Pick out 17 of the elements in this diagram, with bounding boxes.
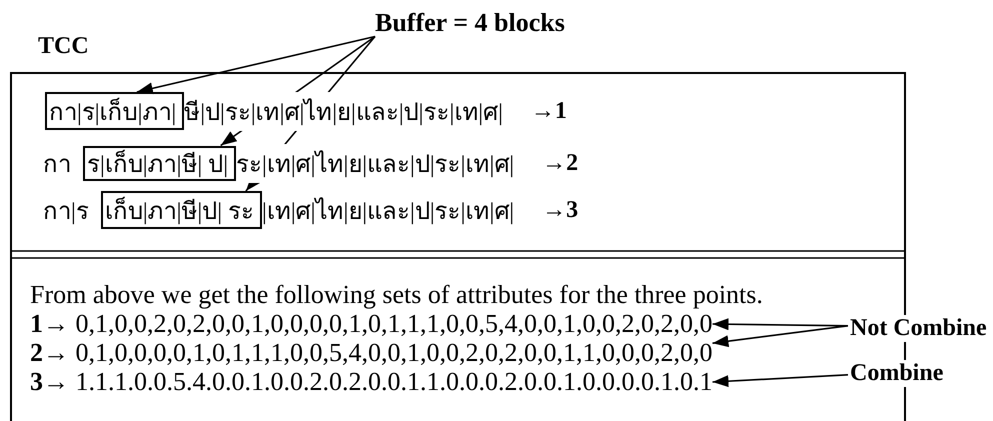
arrow xyxy=(712,318,848,330)
attribute-set-text: 2→ 0,1,0,0,0,0,1,0,1,1,1,0,0,5,4,0,0,1,0,0,2,0,2,0,0,1,1,0,0,0,2,0,0 xyxy=(30,339,712,367)
attribute-set-text: 1→ 0,1,0,0,2,0,2,0,0,1,0,0,0,0,1,0,1,1,1,0,0,5,4,0,0,1,0,0,2,0,2,0,0 xyxy=(30,310,712,338)
buffer-window-box: ร|เก็บ|ภา|ษี| ป| xyxy=(83,146,236,180)
arrow xyxy=(712,325,848,348)
buffer-window-box: กา|ร|เก็บ|ภา| xyxy=(45,92,184,130)
heading-label: Buffer = 4 blocks xyxy=(375,8,565,38)
segmented-text: ระ|เท|ศ|ไท|ย|และ|ป|ระ|เท|ศ| xyxy=(236,144,514,182)
attribute-set-text: 3→ 1.1.1.0.0.5.4.0.0.1.0.0.2.0.2.0.0.1.1.0.0.0.2.0.0.1.0.0.0.0.1.0.1 xyxy=(30,368,712,396)
segmented-text: ษี|ป|ระ|เท|ศ|ไท|ย|และ|ป|ระ|เท|ศ| xyxy=(184,92,503,130)
buffer-window-box: เก็บ|ภา|ษี|ป| ระ xyxy=(100,191,262,229)
description-text: From above we get the following sets of attributes for the three points. xyxy=(30,280,763,310)
arrow xyxy=(712,374,848,388)
arrow xyxy=(136,36,376,94)
annotation-label: Combine xyxy=(848,360,946,387)
annotation-label: Not Combine xyxy=(848,315,989,342)
section-title: TCC xyxy=(38,33,89,60)
